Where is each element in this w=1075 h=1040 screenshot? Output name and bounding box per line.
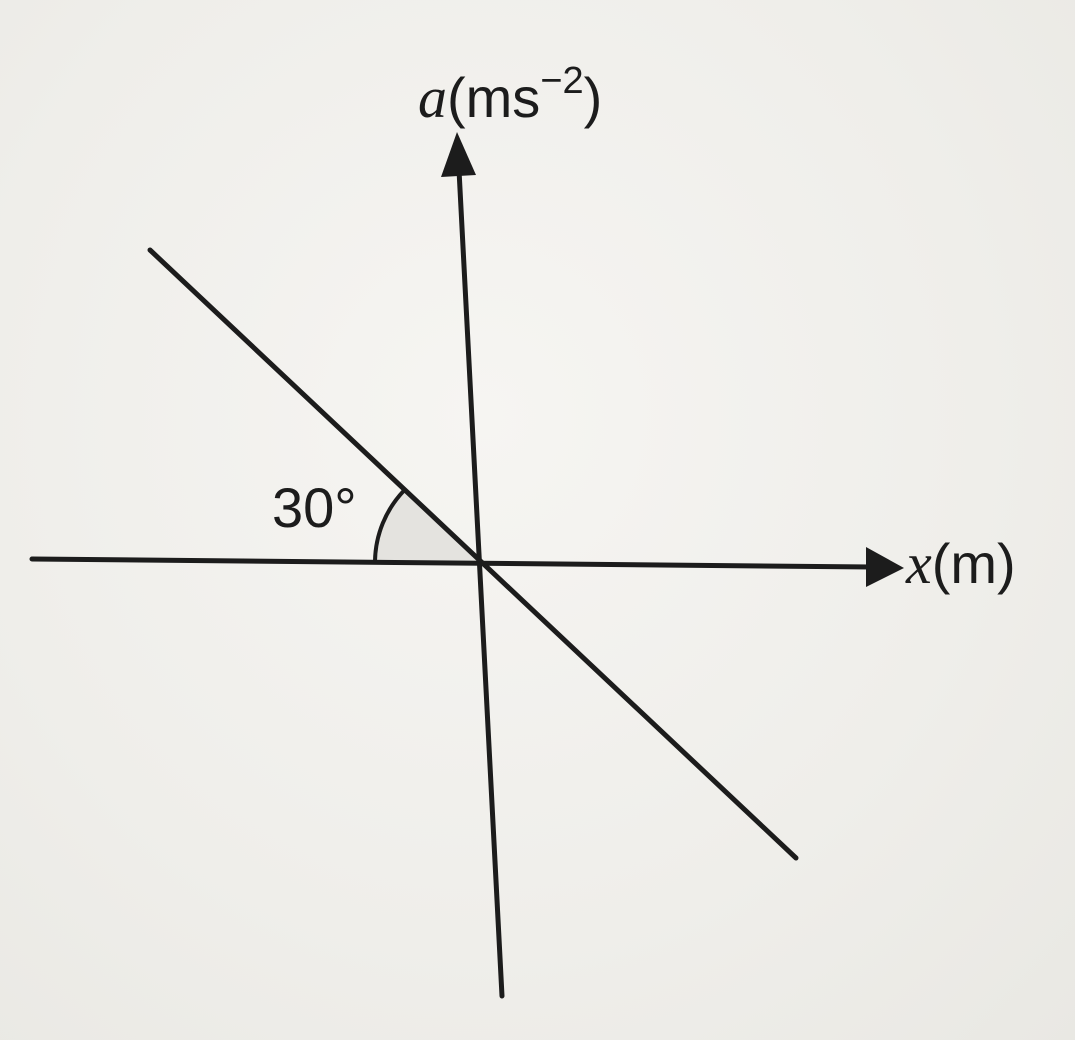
y-axis-symbol: a [418,65,447,130]
x-axis-label: x(m) [905,531,1016,596]
y-axis-unit-exponent: −2 [540,60,583,102]
x-axis-symbol: x [905,531,932,596]
y-axis-label: a(ms−2) [418,60,602,130]
x-axis-arrow-icon [866,547,904,587]
series-line [147,247,799,861]
y-axis-unit-close: ) [584,66,603,129]
x-axis-unit: (m) [932,532,1016,595]
y-axis-arrow-icon [441,132,476,177]
y-axis-unit-open: (ms [447,66,540,129]
x-axis [29,556,875,570]
y-axis [456,167,505,999]
angle-arc [373,489,406,562]
angle-label: 30° [272,476,357,539]
angle-wedge [375,490,480,563]
